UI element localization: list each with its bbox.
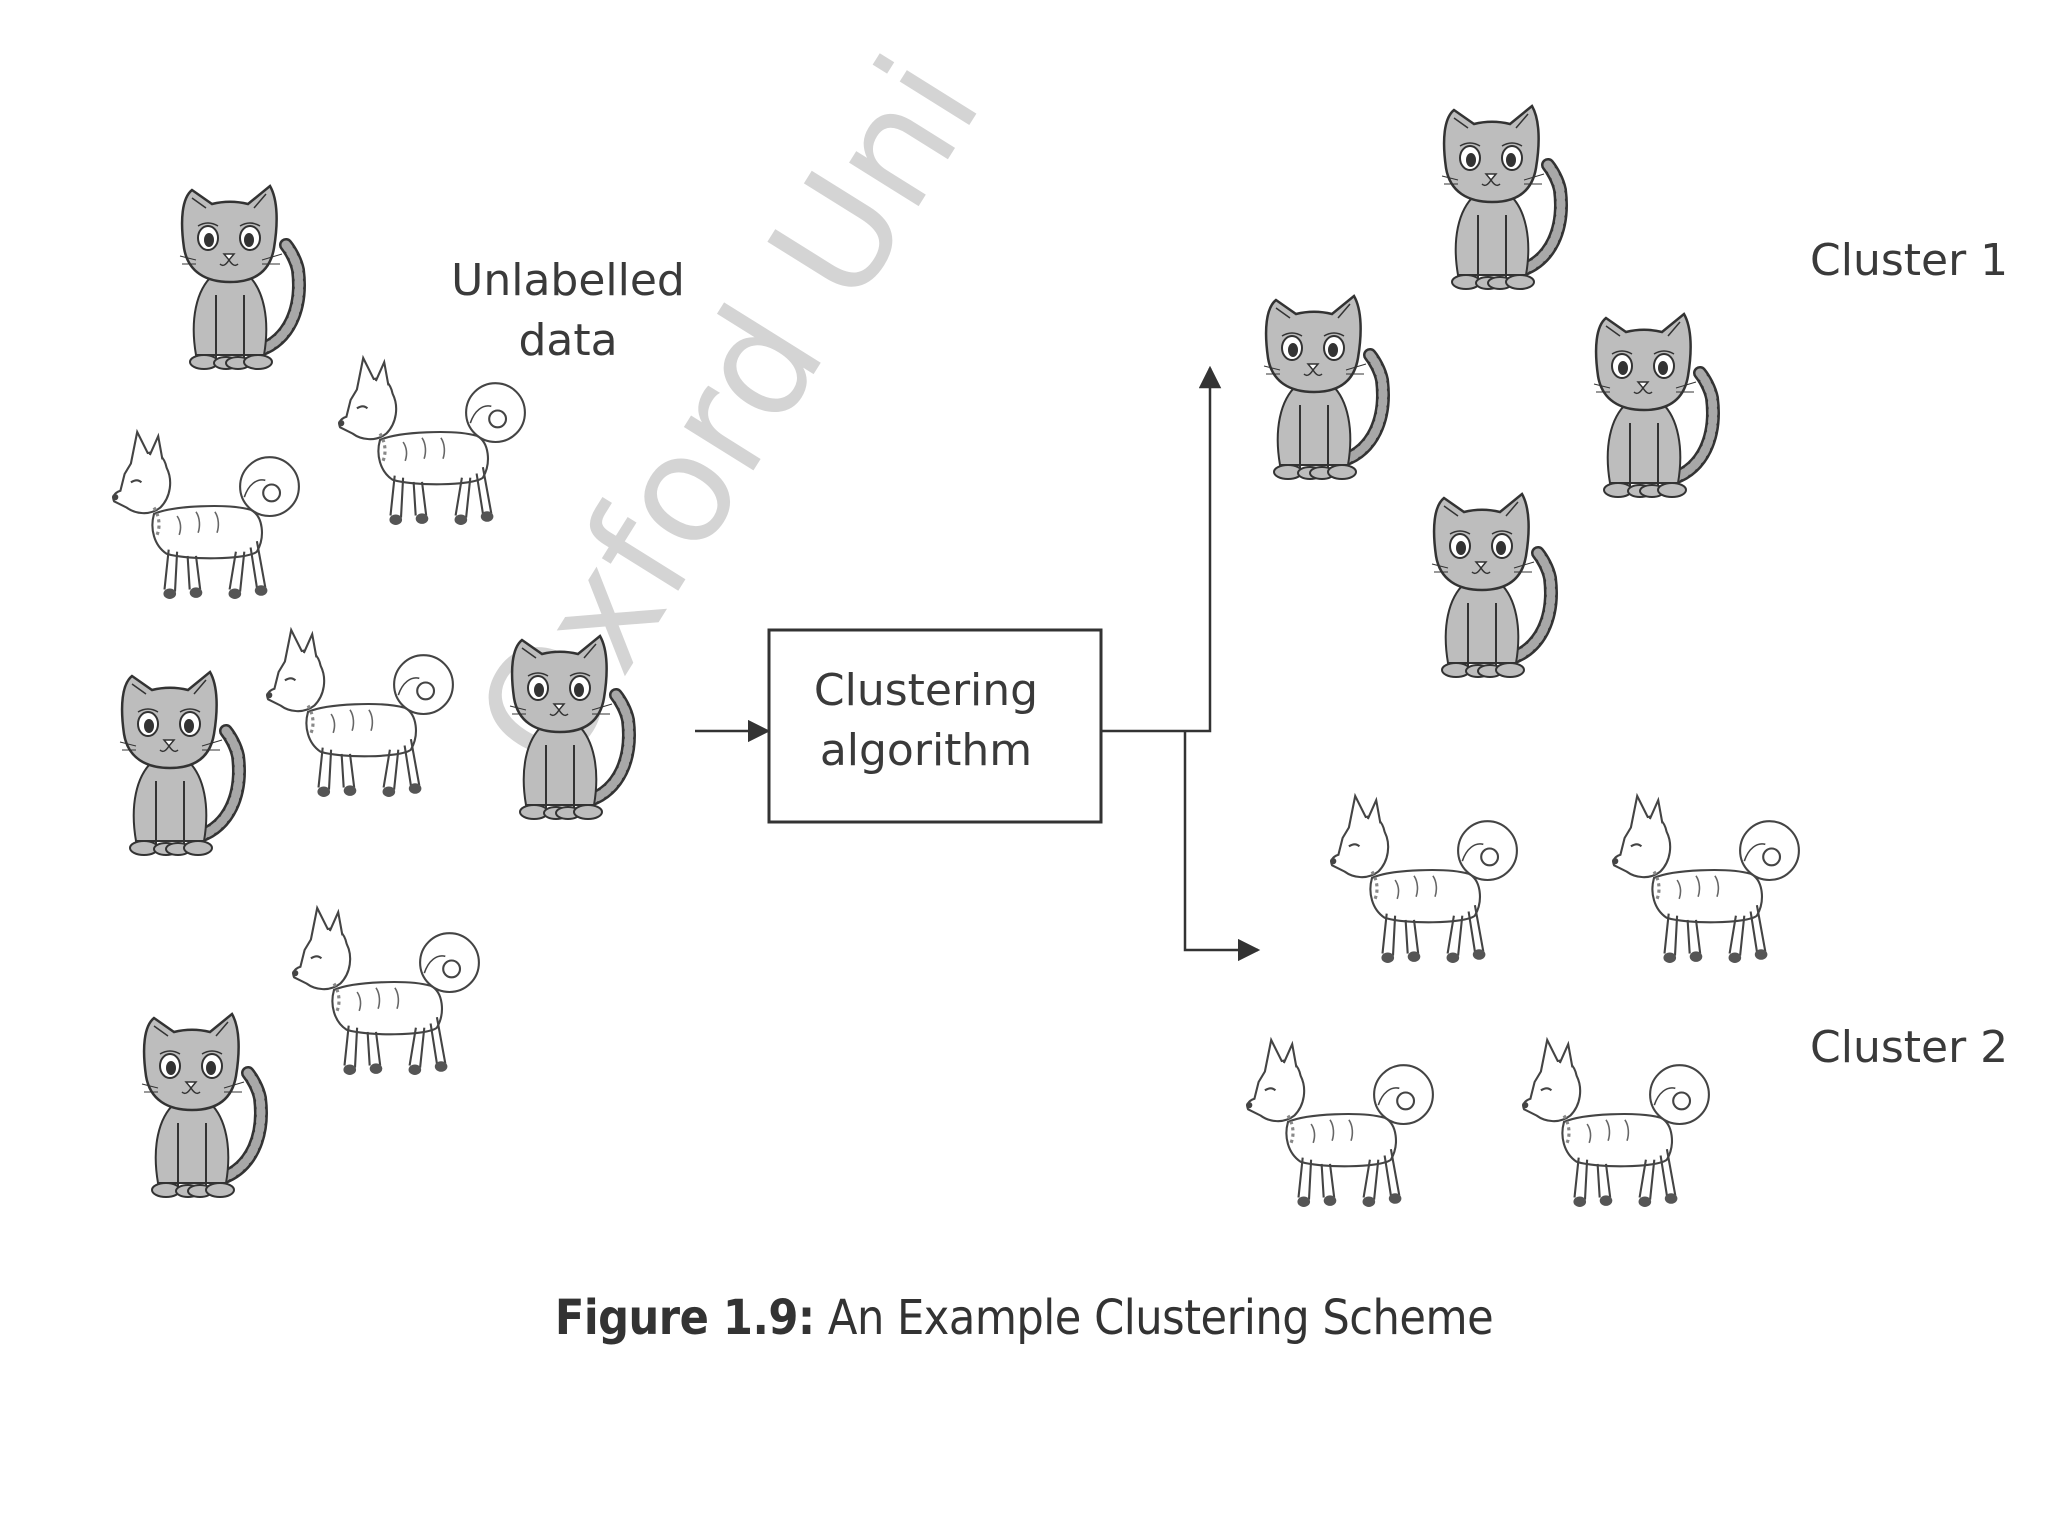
figure-caption: Figure 1.9: An Example Clustering Scheme — [0, 1290, 2048, 1346]
cat-icon — [1432, 494, 1551, 677]
dog-icon — [1612, 796, 1799, 963]
cat-icon — [142, 1014, 261, 1197]
algorithm-label-line1: Clustering — [814, 665, 1038, 716]
algorithm-label-line2: algorithm — [820, 725, 1032, 776]
cluster-1-group: Cluster 1 — [1264, 106, 2008, 677]
cat-icon — [1442, 106, 1561, 289]
unlabelled-data-label-line2: data — [518, 315, 617, 366]
dog-icon — [1522, 1040, 1709, 1207]
clustering-algorithm-box: Clustering algorithm — [769, 630, 1101, 822]
dog-icon — [292, 908, 479, 1075]
dog-icon — [266, 630, 453, 797]
dog-icon — [1330, 796, 1517, 963]
cat-icon — [1264, 296, 1383, 479]
cluster1-arrow — [1101, 368, 1210, 731]
dog-icon — [338, 358, 525, 525]
cluster2-arrow — [1185, 731, 1258, 950]
cluster-2-label: Cluster 2 — [1810, 1022, 2008, 1073]
unlabelled-data-group: Unlabelled data — [112, 186, 685, 1197]
cluster-1-label: Cluster 1 — [1810, 235, 2008, 286]
cluster-2-group: Cluster 2 — [1246, 796, 2008, 1207]
output-connectors — [1101, 368, 1258, 950]
cat-icon — [180, 186, 299, 369]
figure-caption-text: An Example Clustering Scheme — [828, 1290, 1493, 1346]
cat-icon — [1594, 314, 1713, 497]
cat-icon — [120, 672, 239, 855]
unlabelled-data-label-line1: Unlabelled — [451, 255, 685, 306]
dog-icon — [112, 432, 299, 599]
dog-icon — [1246, 1040, 1433, 1207]
figure-caption-label: Figure 1.9: — [555, 1290, 815, 1346]
